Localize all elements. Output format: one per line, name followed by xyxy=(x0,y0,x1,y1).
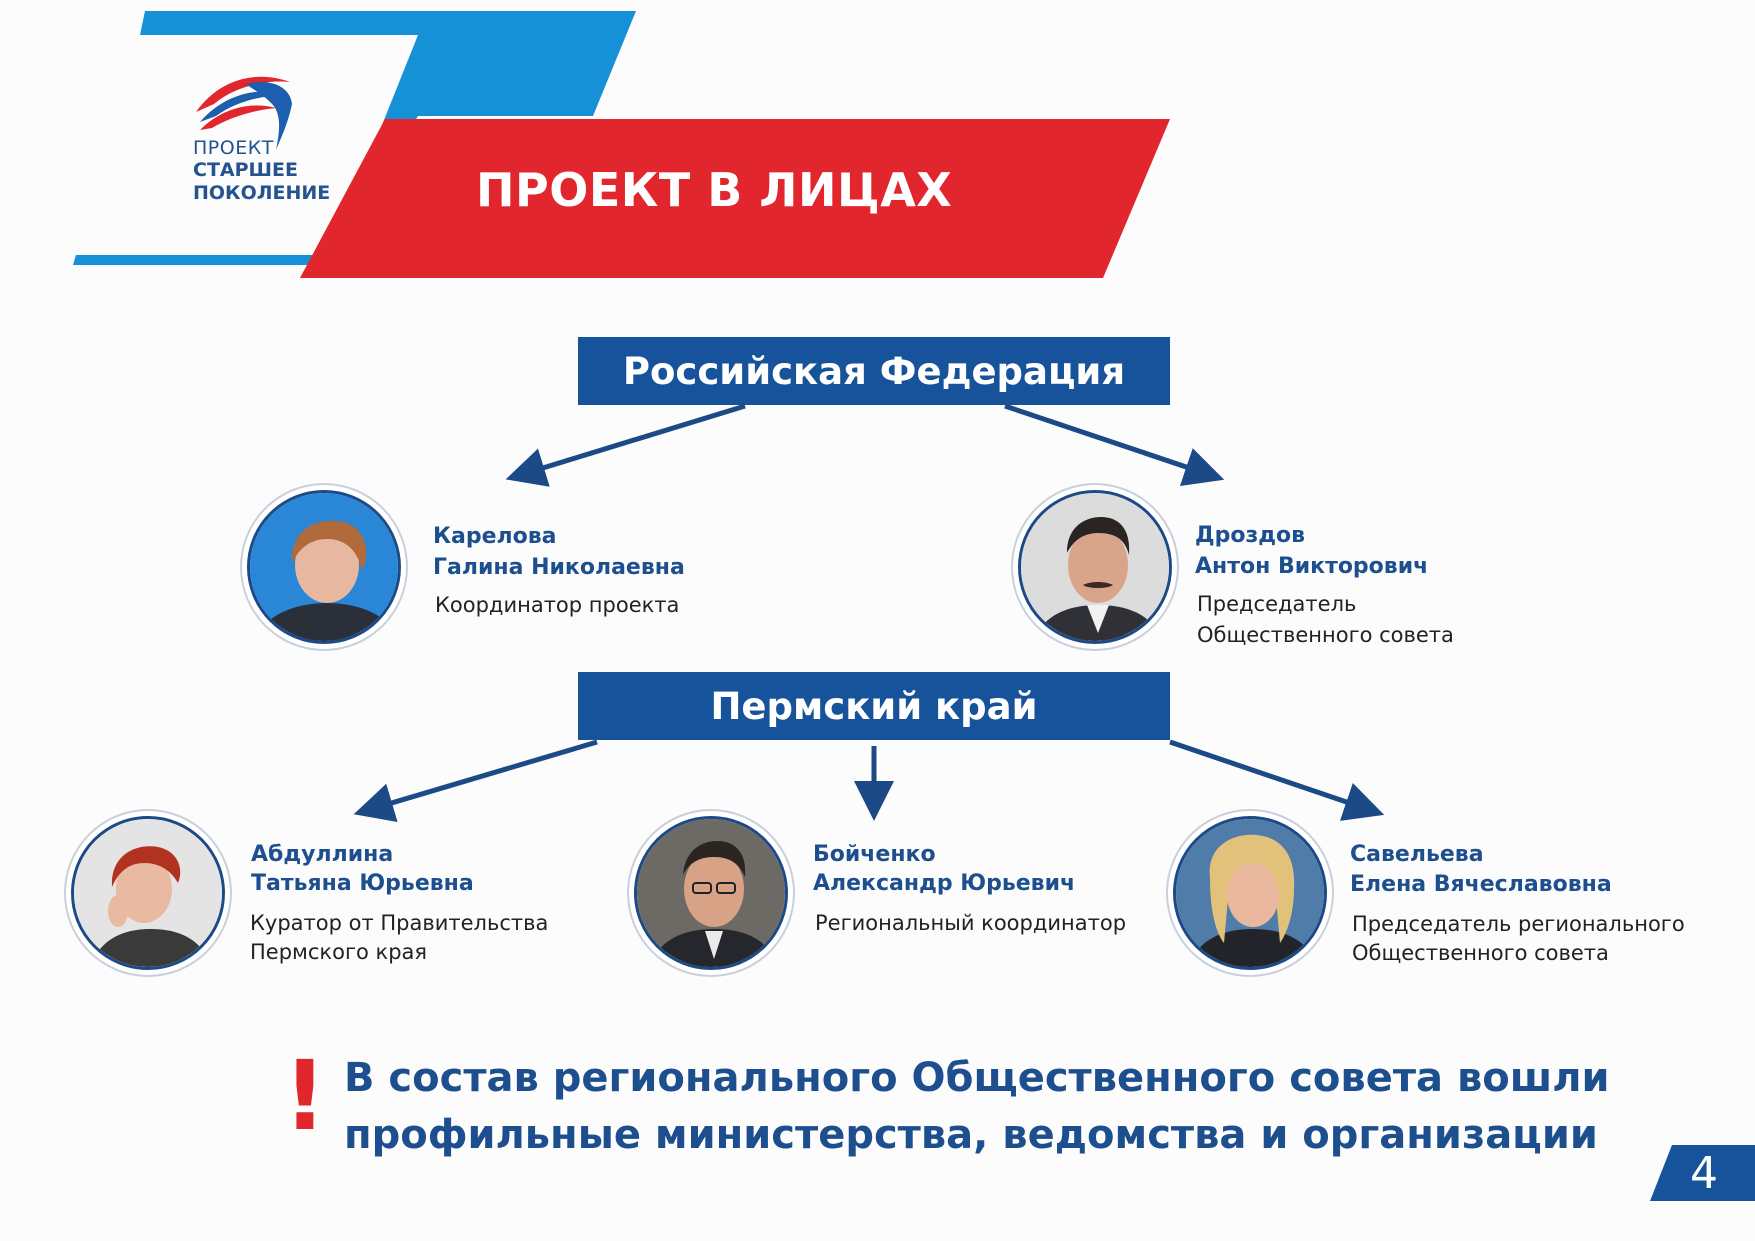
person-name-drozdov: Антон Викторович xyxy=(1195,554,1429,579)
note-line-1: В состав регионального Общественного сов… xyxy=(344,1055,1610,1101)
person-role-drozdov-line2: Общественного совета xyxy=(1197,623,1454,647)
person-surname-savelyeva: Савельева xyxy=(1350,842,1484,867)
exclamation-icon: ! xyxy=(283,1040,327,1152)
person-surname-karelova: Карелова xyxy=(433,524,557,549)
arrow-to-karelova xyxy=(505,403,746,487)
photo-boychenko xyxy=(634,816,788,970)
banner-red-stripe xyxy=(300,119,1170,278)
photo-savelyeva xyxy=(1173,816,1327,970)
arrow-to-drozdov xyxy=(1004,403,1225,486)
person-role-boychenko: Региональный координатор xyxy=(815,911,1127,935)
logo-line-2: СТАРШЕЕ xyxy=(193,159,298,181)
header-banner xyxy=(0,11,1170,278)
banner-logo-panel xyxy=(0,35,418,255)
person-role-drozdov-line1: Председатель xyxy=(1197,592,1357,616)
logo-flag-icon xyxy=(196,76,292,150)
photo-karelova xyxy=(247,490,401,644)
page-number: 4 xyxy=(1690,1148,1718,1199)
level-box-regional: Пермский край xyxy=(578,672,1170,740)
person-role-karelova: Координатор проекта xyxy=(435,593,680,617)
person-role-abdullina-line1: Куратор от Правительства xyxy=(250,911,549,935)
person-surname-drozdov: Дроздов xyxy=(1195,523,1306,548)
person-surname-boychenko: Бойченко xyxy=(813,842,936,867)
person-role-abdullina-line2: Пермского края xyxy=(250,940,428,964)
photo-abdullina xyxy=(71,816,225,970)
page-title: ПРОЕКТ В ЛИЦАХ xyxy=(476,163,953,217)
level-box-federal: Российская Федерация xyxy=(578,337,1170,405)
page-number-badge xyxy=(1650,1145,1755,1201)
arrow-to-abdullina xyxy=(353,739,598,823)
note-line-2: профильные министерства, ведомства и орг… xyxy=(344,1112,1598,1158)
arrow-to-savelyeva xyxy=(1169,739,1385,821)
logo-line-3: ПОКОЛЕНИЕ xyxy=(193,182,331,204)
person-surname-abdullina: Абдуллина xyxy=(251,842,394,867)
photo-drozdov xyxy=(1018,490,1172,644)
person-name-boychenko: Александр Юрьевич xyxy=(813,871,1076,896)
person-name-karelova: Галина Николаевна xyxy=(433,555,685,580)
person-name-abdullina: Татьяна Юрьевна xyxy=(251,871,474,896)
person-role-savelyeva-line2: Общественного совета xyxy=(1352,941,1609,965)
logo-line-1: ПРОЕКТ xyxy=(193,137,274,159)
person-name-savelyeva: Елена Вячеславовна xyxy=(1350,872,1612,897)
person-role-savelyeva-line1: Председатель регионального xyxy=(1352,912,1685,936)
